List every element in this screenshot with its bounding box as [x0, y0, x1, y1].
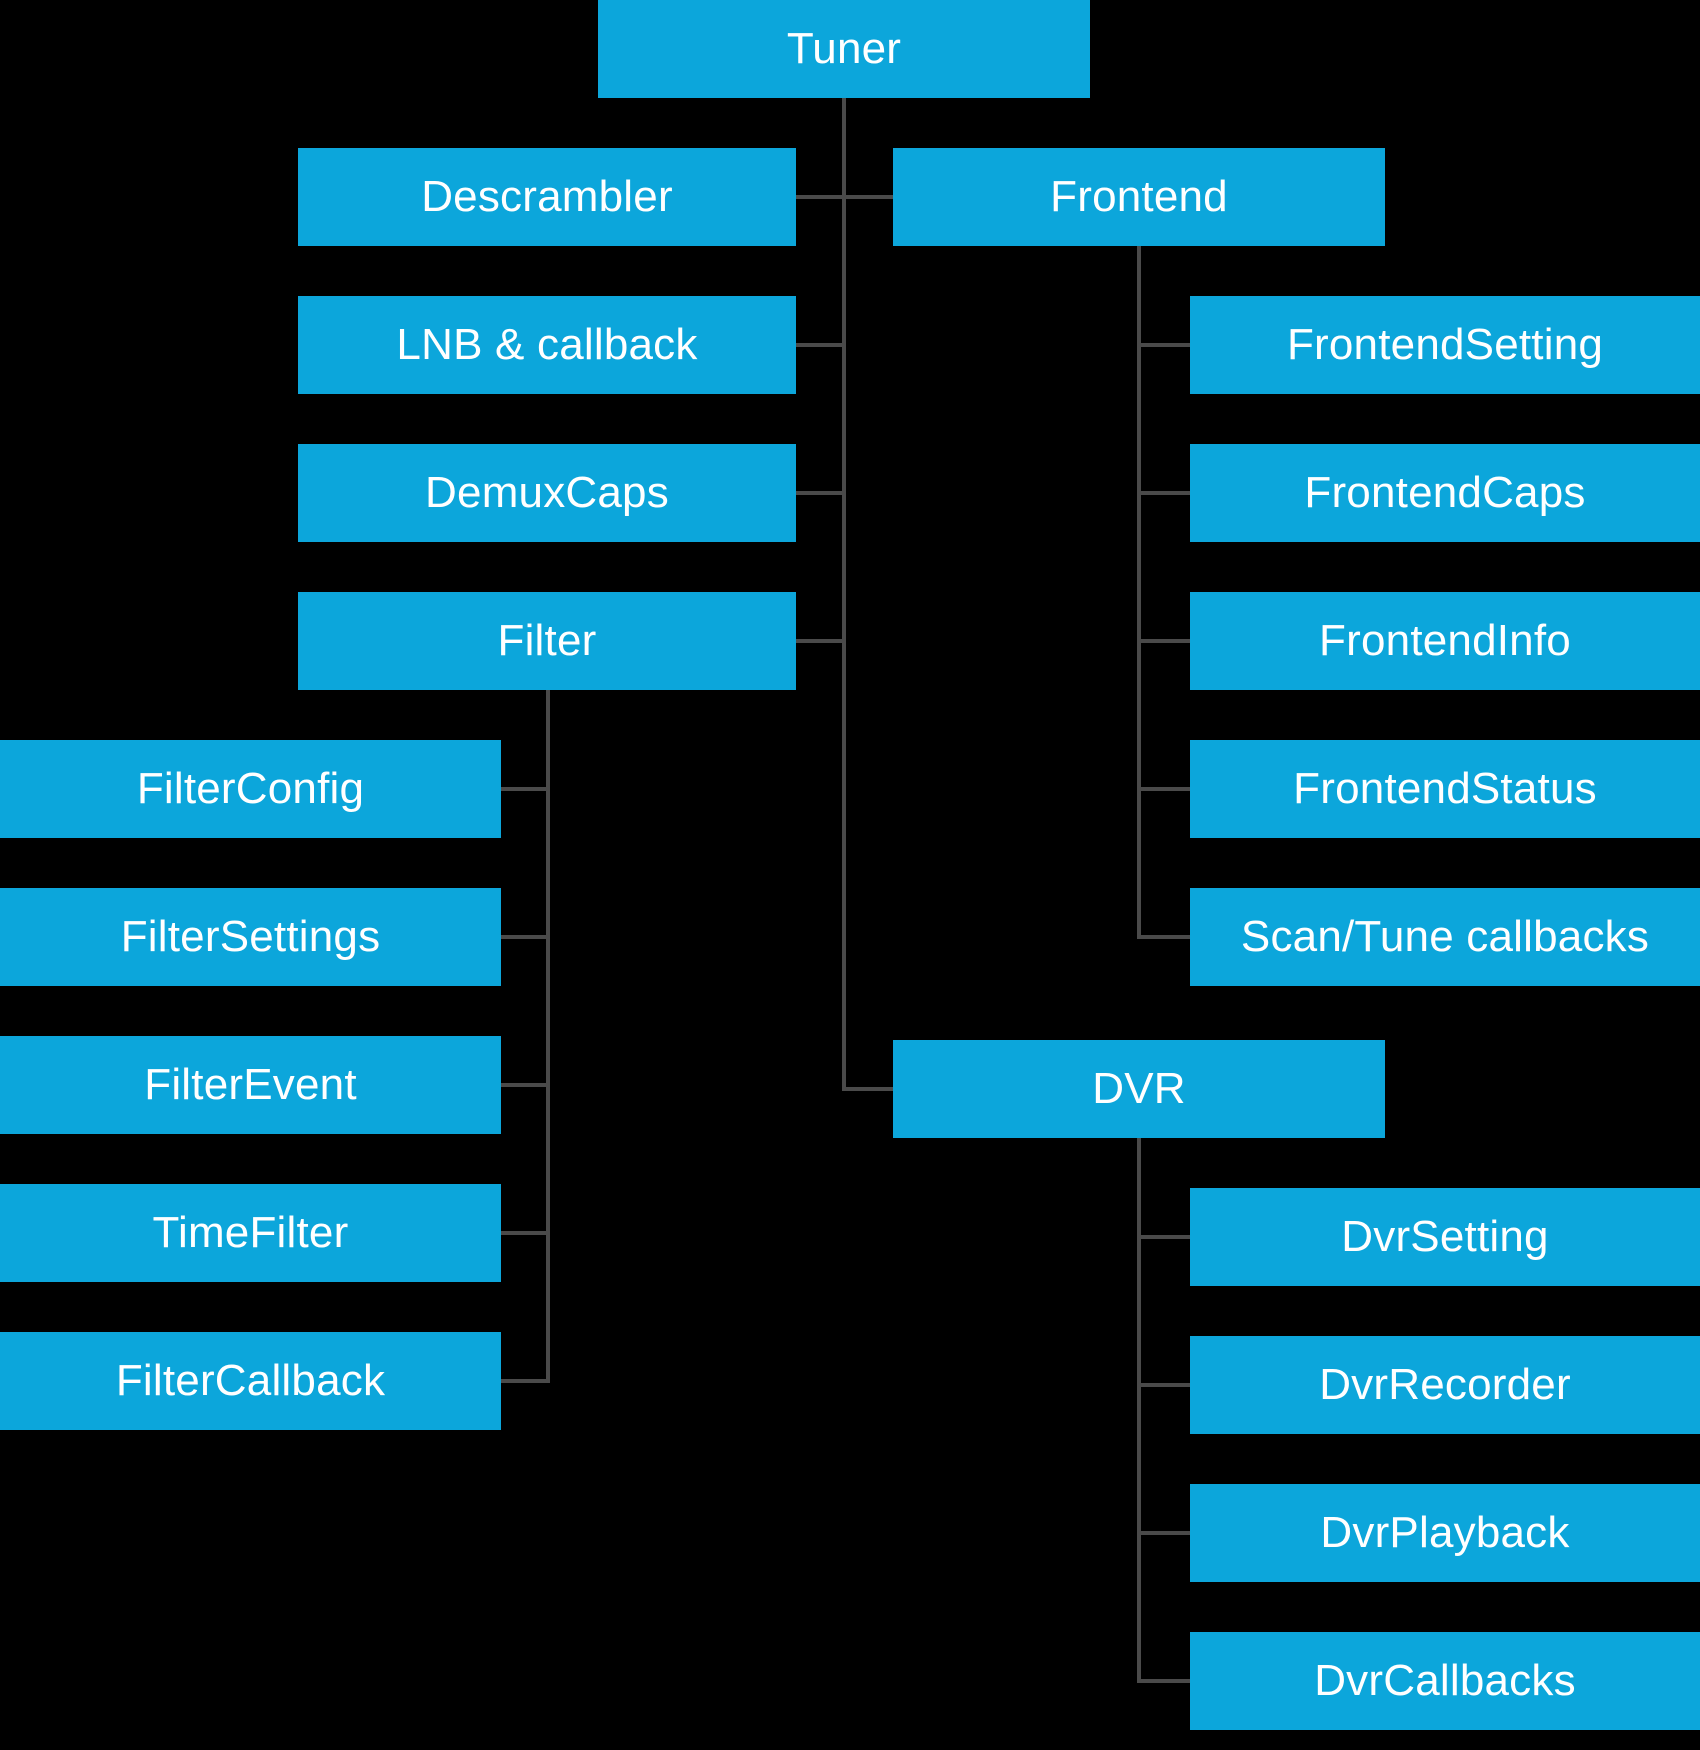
node-frontendsetting[interactable]: FrontendSetting: [1190, 296, 1700, 394]
edge-dvr-setting: [1137, 1138, 1190, 1239]
node-label: Tuner: [786, 24, 902, 73]
node-label: FrontendInfo: [1319, 616, 1571, 665]
edge-filter-timefilter: [501, 1085, 550, 1235]
node-label: FilterCallback: [115, 1356, 386, 1405]
node-lnb-callback[interactable]: LNB & callback: [298, 296, 796, 394]
node-label: TimeFilter: [152, 1208, 349, 1257]
node-label: DvrPlayback: [1320, 1508, 1570, 1557]
edge-dvr-callbacks: [1137, 1533, 1190, 1683]
node-descrambler[interactable]: Descrambler: [298, 148, 796, 246]
edge-filter-filtersettings: [501, 789, 550, 939]
node-label: Descrambler: [421, 172, 673, 221]
edge-frontend-scantune: [1137, 789, 1190, 939]
node-timefilter[interactable]: TimeFilter: [0, 1184, 501, 1282]
edge-filter-filterconfig: [501, 690, 550, 791]
node-label: FrontendStatus: [1293, 764, 1597, 813]
node-label: Scan/Tune callbacks: [1240, 912, 1650, 961]
node-label: FrontendCaps: [1304, 468, 1586, 517]
node-label: DemuxCaps: [425, 468, 669, 517]
node-label: Frontend: [1050, 172, 1228, 221]
node-label: DvrSetting: [1341, 1212, 1549, 1261]
node-demuxcaps[interactable]: DemuxCaps: [298, 444, 796, 542]
node-label: LNB & callback: [396, 320, 698, 369]
node-label: DVR: [1092, 1064, 1186, 1113]
node-dvr[interactable]: DVR: [893, 1040, 1385, 1138]
edge-filter-filtercallback: [501, 1233, 550, 1383]
node-filterconfig[interactable]: FilterConfig: [0, 740, 501, 838]
node-tuner[interactable]: Tuner: [598, 0, 1090, 98]
node-dvrrecorder[interactable]: DvrRecorder: [1190, 1336, 1700, 1434]
edge-tuner-filter: [796, 493, 846, 643]
edge-frontend-status: [1137, 641, 1190, 791]
node-frontendcaps[interactable]: FrontendCaps: [1190, 444, 1700, 542]
node-label: Filter: [497, 616, 597, 665]
edge-dvr-playback: [1137, 1385, 1190, 1535]
node-label: DvrCallbacks: [1314, 1656, 1576, 1705]
node-filterevent[interactable]: FilterEvent: [0, 1036, 501, 1134]
node-filtersettings[interactable]: FilterSettings: [0, 888, 501, 986]
edge-tuner-descrambler: [796, 98, 846, 199]
edge-filter-filterevent: [501, 937, 550, 1087]
node-scan-tune-callbacks[interactable]: Scan/Tune callbacks: [1190, 888, 1700, 986]
node-label: DvrRecorder: [1319, 1360, 1571, 1409]
node-label: FilterConfig: [136, 764, 365, 813]
node-dvrcallbacks[interactable]: DvrCallbacks: [1190, 1632, 1700, 1730]
node-filter[interactable]: Filter: [298, 592, 796, 690]
node-filtercallback[interactable]: FilterCallback: [0, 1332, 501, 1430]
node-dvrsetting[interactable]: DvrSetting: [1190, 1188, 1700, 1286]
edge-tuner-lnb: [796, 197, 846, 347]
node-frontendinfo[interactable]: FrontendInfo: [1190, 592, 1700, 690]
node-label: FrontendSetting: [1286, 320, 1604, 369]
edge-frontend-caps: [1137, 345, 1190, 495]
node-frontend[interactable]: Frontend: [893, 148, 1385, 246]
edge-frontend-info: [1137, 493, 1190, 643]
edge-frontend-setting: [1137, 246, 1190, 347]
node-label: FilterEvent: [144, 1060, 357, 1109]
edge-dvr-recorder: [1137, 1237, 1190, 1387]
node-label: FilterSettings: [120, 912, 381, 961]
node-dvrplayback[interactable]: DvrPlayback: [1190, 1484, 1700, 1582]
edge-tuner-demuxcaps: [796, 345, 846, 495]
edge-tuner-dvr: [842, 641, 893, 1091]
node-frontendstatus[interactable]: FrontendStatus: [1190, 740, 1700, 838]
